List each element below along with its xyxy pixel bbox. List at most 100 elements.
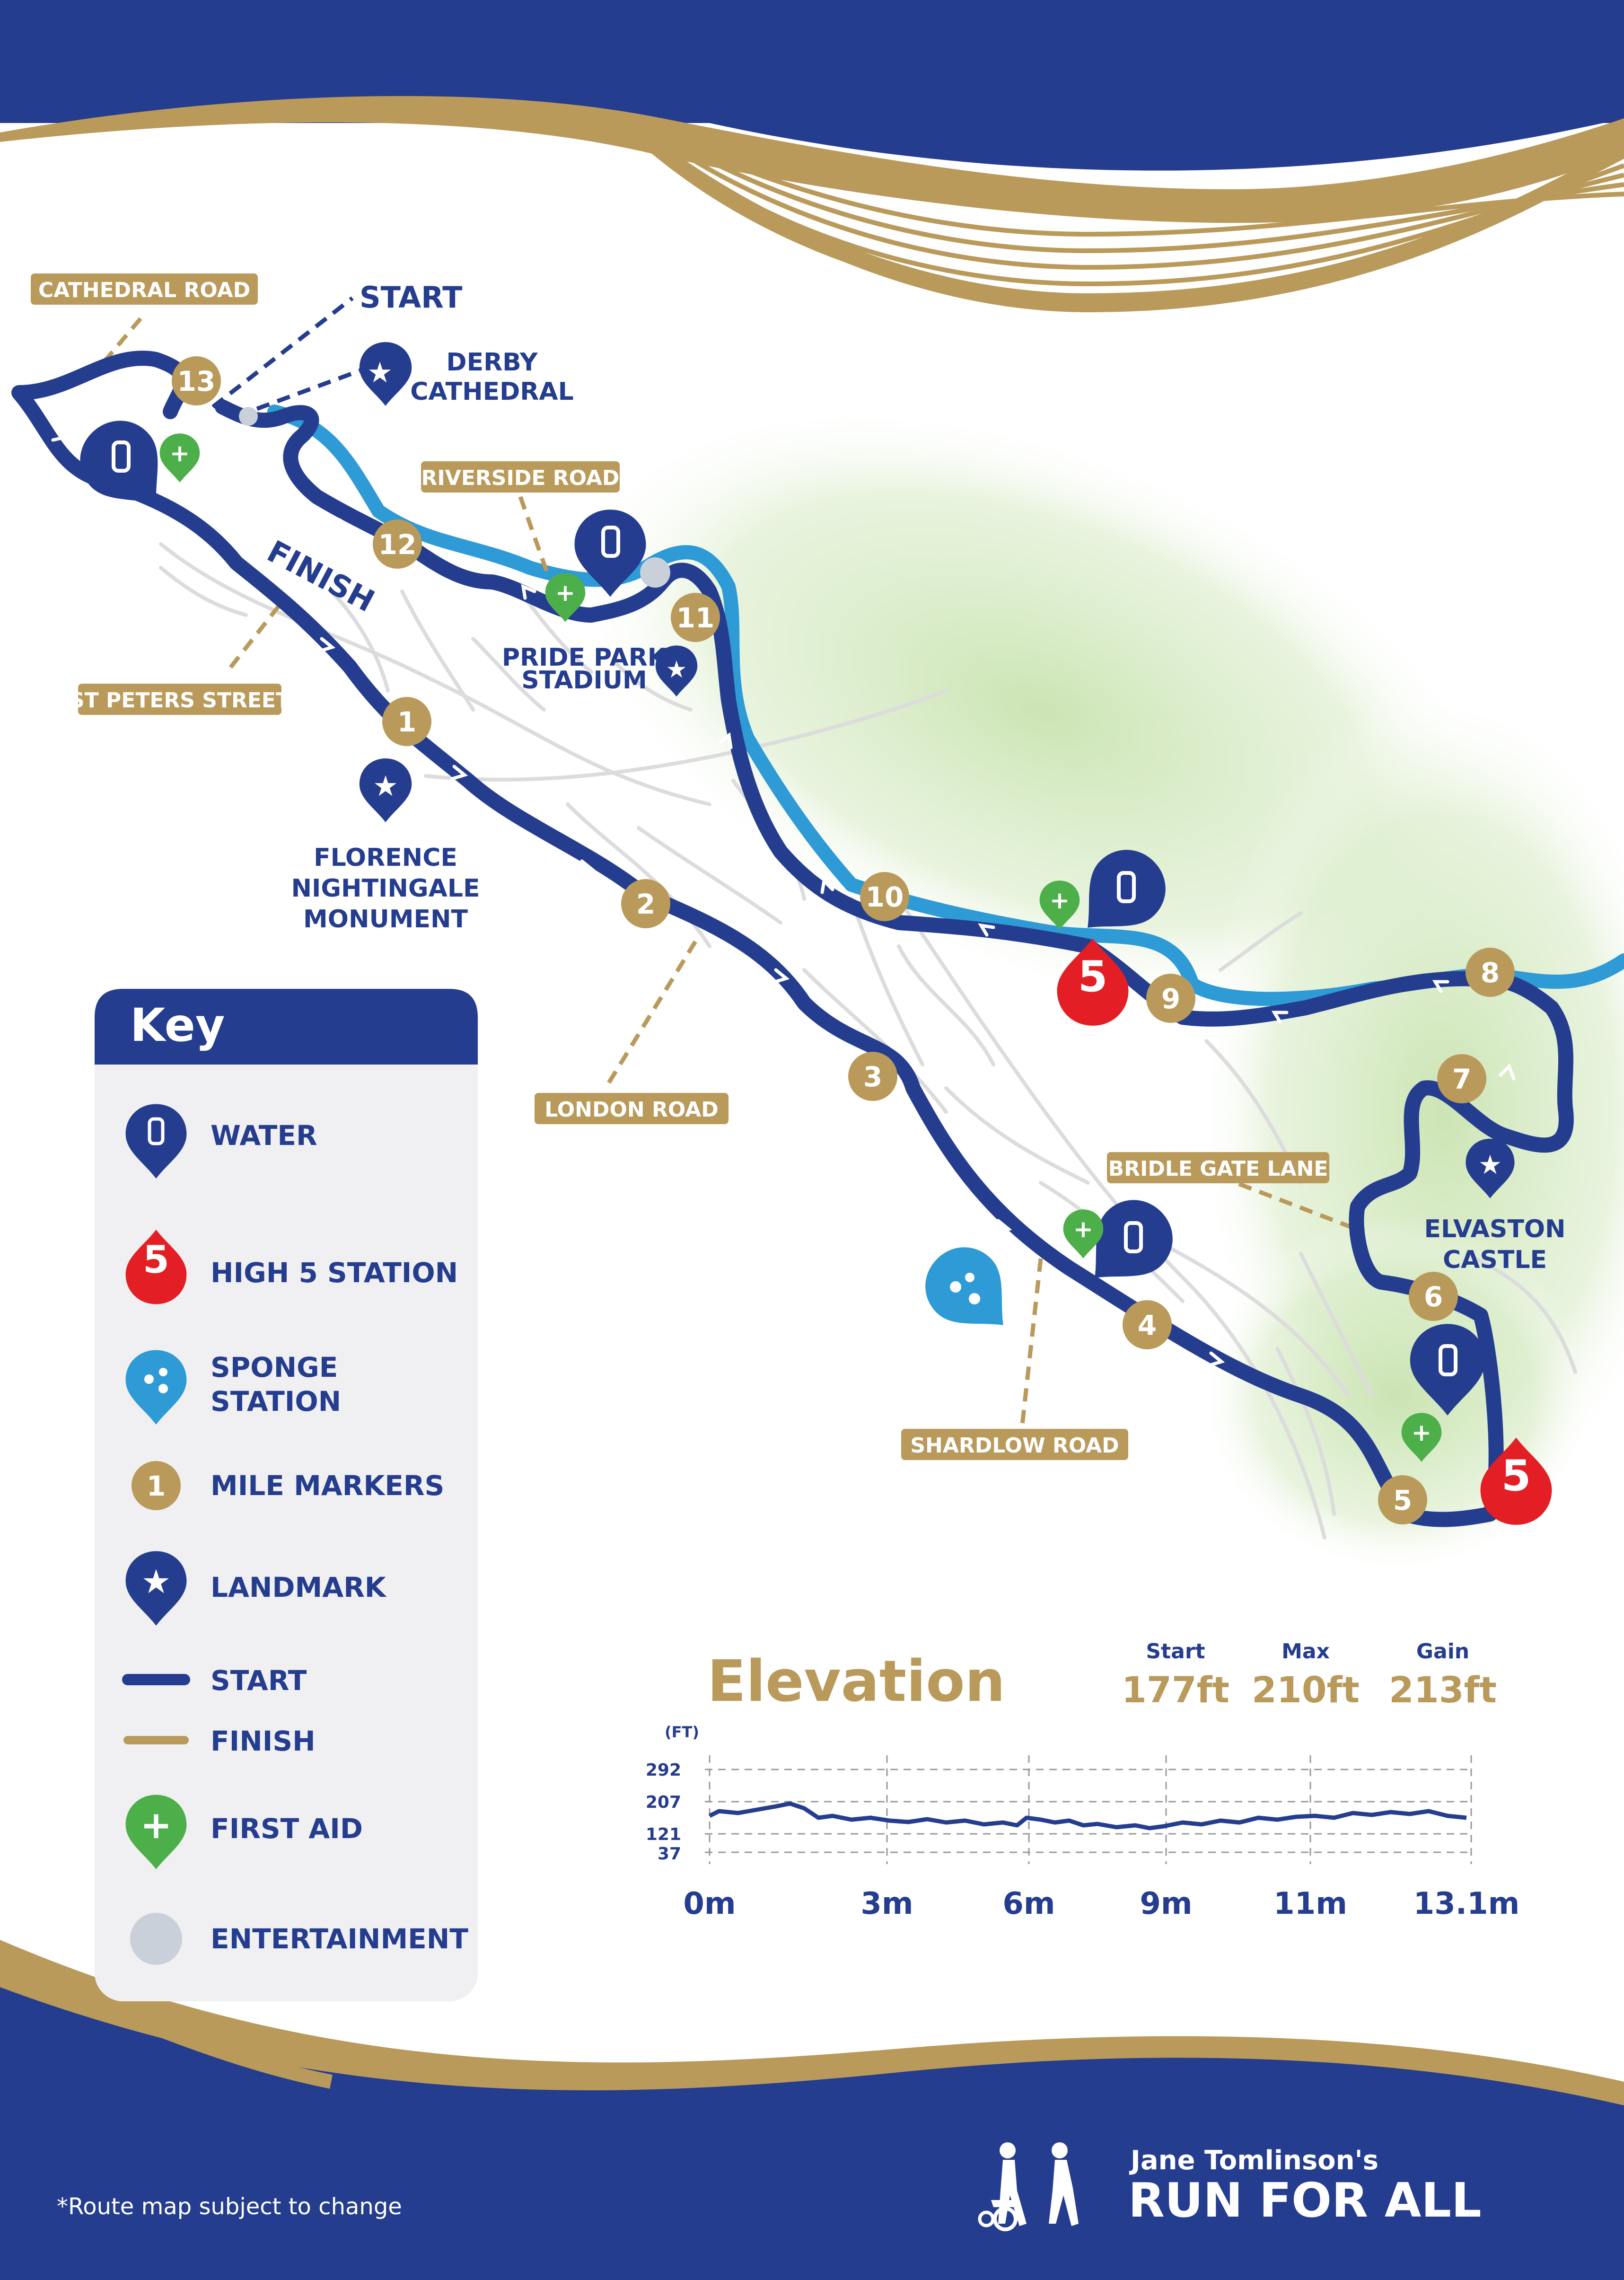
svg-text:MILE MARKERS: MILE MARKERS — [211, 1470, 444, 1502]
brand-line1: Jane Tomlinson's — [1129, 2145, 1378, 2176]
mile-marker-4: 4 — [1123, 1300, 1172, 1349]
key-landmark: ★ — [125, 1551, 187, 1626]
key-title: Key — [130, 999, 225, 1052]
svg-text:RIVERSIDE ROAD: RIVERSIDE ROAD — [421, 466, 620, 490]
svg-text:3m: 3m — [860, 1886, 913, 1921]
svg-text:213ft: 213ft — [1389, 1669, 1497, 1711]
map-key: Key WATER 5 HIGH 5 STATION SPONGE STATIO… — [95, 989, 478, 2001]
svg-text:MONUMENT: MONUMENT — [303, 905, 468, 933]
svg-text:START: START — [211, 1664, 307, 1697]
svg-text:6m: 6m — [1002, 1886, 1055, 1921]
svg-text:SPONGE: SPONGE — [211, 1351, 338, 1383]
mile-marker-3: 3 — [848, 1052, 897, 1101]
road-tag-riverside: RIVERSIDE ROAD — [421, 461, 620, 493]
svg-text:CATHEDRAL ROAD: CATHEDRAL ROAD — [38, 278, 250, 302]
water-bottle-glyphs — [112, 440, 1457, 1376]
svg-text:5: 5 — [143, 1238, 169, 1282]
svg-text:37: 37 — [658, 1844, 681, 1864]
svg-text:292: 292 — [646, 1761, 681, 1780]
svg-text:5: 5 — [1501, 1451, 1531, 1501]
svg-text:6: 6 — [1424, 1281, 1443, 1313]
svg-text:8: 8 — [1481, 957, 1500, 989]
mile-marker-6: 6 — [1409, 1272, 1458, 1321]
svg-text:+: + — [140, 1803, 172, 1847]
star-icon: ★ — [666, 656, 687, 683]
svg-text:CASTLE: CASTLE — [1443, 1246, 1547, 1274]
svg-text:FINISH: FINISH — [211, 1725, 316, 1757]
svg-text:+: + — [170, 440, 190, 467]
route-disclaimer: *Route map subject to change — [57, 2193, 402, 2220]
svg-text:9m: 9m — [1140, 1886, 1192, 1921]
start-label: START — [360, 280, 462, 315]
route-arrows — [51, 424, 1516, 1367]
elevation-section: Elevation Start 177ft Max 210ft Gain 213… — [646, 1639, 1519, 1921]
svg-text:DERBY: DERBY — [446, 348, 538, 377]
key-mile-marker: 1 — [132, 1461, 181, 1510]
svg-text:SHARDLOW ROAD: SHARDLOW ROAD — [910, 1434, 1119, 1458]
svg-text:7: 7 — [1452, 1063, 1471, 1095]
svg-text:ENTERTAINMENT: ENTERTAINMENT — [211, 1923, 468, 1955]
mile-markers: 1 2 3 4 5 6 7 8 9 10 11 12 13 — [172, 356, 1515, 1524]
road-tag-shardlow: SHARDLOW ROAD — [901, 1429, 1128, 1460]
run-for-all-logo: Jane Tomlinson's RUN FOR ALL — [978, 2142, 1482, 2231]
bottom-banner — [0, 1940, 1624, 2280]
svg-text:+: + — [1050, 887, 1070, 914]
svg-text:STADIUM: STADIUM — [521, 666, 647, 695]
mile-marker-12: 12 — [373, 519, 422, 569]
svg-text:+: + — [1073, 1215, 1093, 1243]
svg-text:Max: Max — [1282, 1639, 1330, 1664]
mile-marker-7: 7 — [1437, 1054, 1486, 1103]
landmark-derby-cathedral: ★ DERBY CATHEDRAL — [359, 342, 574, 406]
svg-text:121: 121 — [646, 1825, 681, 1844]
key-first-aid: + — [125, 1795, 187, 1869]
svg-text:177ft: 177ft — [1122, 1669, 1229, 1711]
mile-marker-9: 9 — [1146, 974, 1195, 1023]
star-icon: ★ — [367, 356, 393, 389]
road-tag-st-peters: ST PETERS STREET — [70, 684, 290, 715]
svg-text:3: 3 — [863, 1061, 882, 1093]
svg-text:STATION: STATION — [211, 1385, 341, 1417]
top-banner — [0, 0, 1624, 312]
svg-text:207: 207 — [646, 1793, 681, 1812]
entertainment-points — [239, 407, 670, 588]
road-tag-london: LONDON ROAD — [535, 1093, 729, 1124]
mile-marker-10: 10 — [860, 872, 909, 921]
mile-marker-2: 2 — [621, 879, 670, 928]
svg-text:FIRST AID: FIRST AID — [211, 1813, 363, 1845]
landmark-pride-park: ★ PRIDE PARK STADIUM — [502, 643, 698, 697]
key-high5: 5 — [125, 1230, 187, 1304]
svg-text:5: 5 — [1393, 1484, 1412, 1516]
road-tag-bridle: BRIDLE GATE LANE — [1107, 1152, 1329, 1183]
svg-text:2: 2 — [636, 888, 655, 920]
key-sponge — [125, 1350, 187, 1425]
svg-text:+: + — [555, 579, 575, 607]
svg-text:ST PETERS STREET: ST PETERS STREET — [70, 688, 290, 713]
svg-text:FLORENCE: FLORENCE — [314, 844, 457, 872]
mile-marker-11: 11 — [671, 593, 720, 642]
svg-text:11: 11 — [676, 602, 715, 634]
star-icon: ★ — [141, 1562, 171, 1601]
mile-marker-5: 5 — [1378, 1475, 1427, 1524]
svg-text:CATHEDRAL: CATHEDRAL — [410, 378, 573, 406]
svg-text:+: + — [1412, 1419, 1431, 1446]
svg-text:LONDON ROAD: LONDON ROAD — [544, 1098, 718, 1122]
elevation-profile-line — [708, 1801, 1467, 1831]
entertainment-dot-icon — [130, 1913, 182, 1965]
start-leaders — [211, 296, 365, 419]
svg-text:9: 9 — [1161, 983, 1180, 1015]
high5-stations: 5 5 — [1057, 938, 1552, 1525]
svg-text:5: 5 — [1078, 952, 1108, 1002]
elevation-title: Elevation — [707, 1649, 1005, 1715]
svg-text:210ft: 210ft — [1252, 1669, 1360, 1711]
svg-text:0m: 0m — [683, 1886, 736, 1921]
svg-text:13: 13 — [177, 365, 216, 397]
svg-text:Start: Start — [1146, 1639, 1205, 1664]
landmark-elvaston-castle: ★ ELVASTON CASTLE — [1424, 1138, 1566, 1274]
first-aid-stations: + + + + + — [159, 433, 1442, 1462]
star-icon: ★ — [373, 770, 398, 803]
water-bottle-icon — [148, 1117, 165, 1145]
svg-text:ELVASTON: ELVASTON — [1424, 1215, 1565, 1243]
svg-text:Gain: Gain — [1416, 1639, 1469, 1664]
